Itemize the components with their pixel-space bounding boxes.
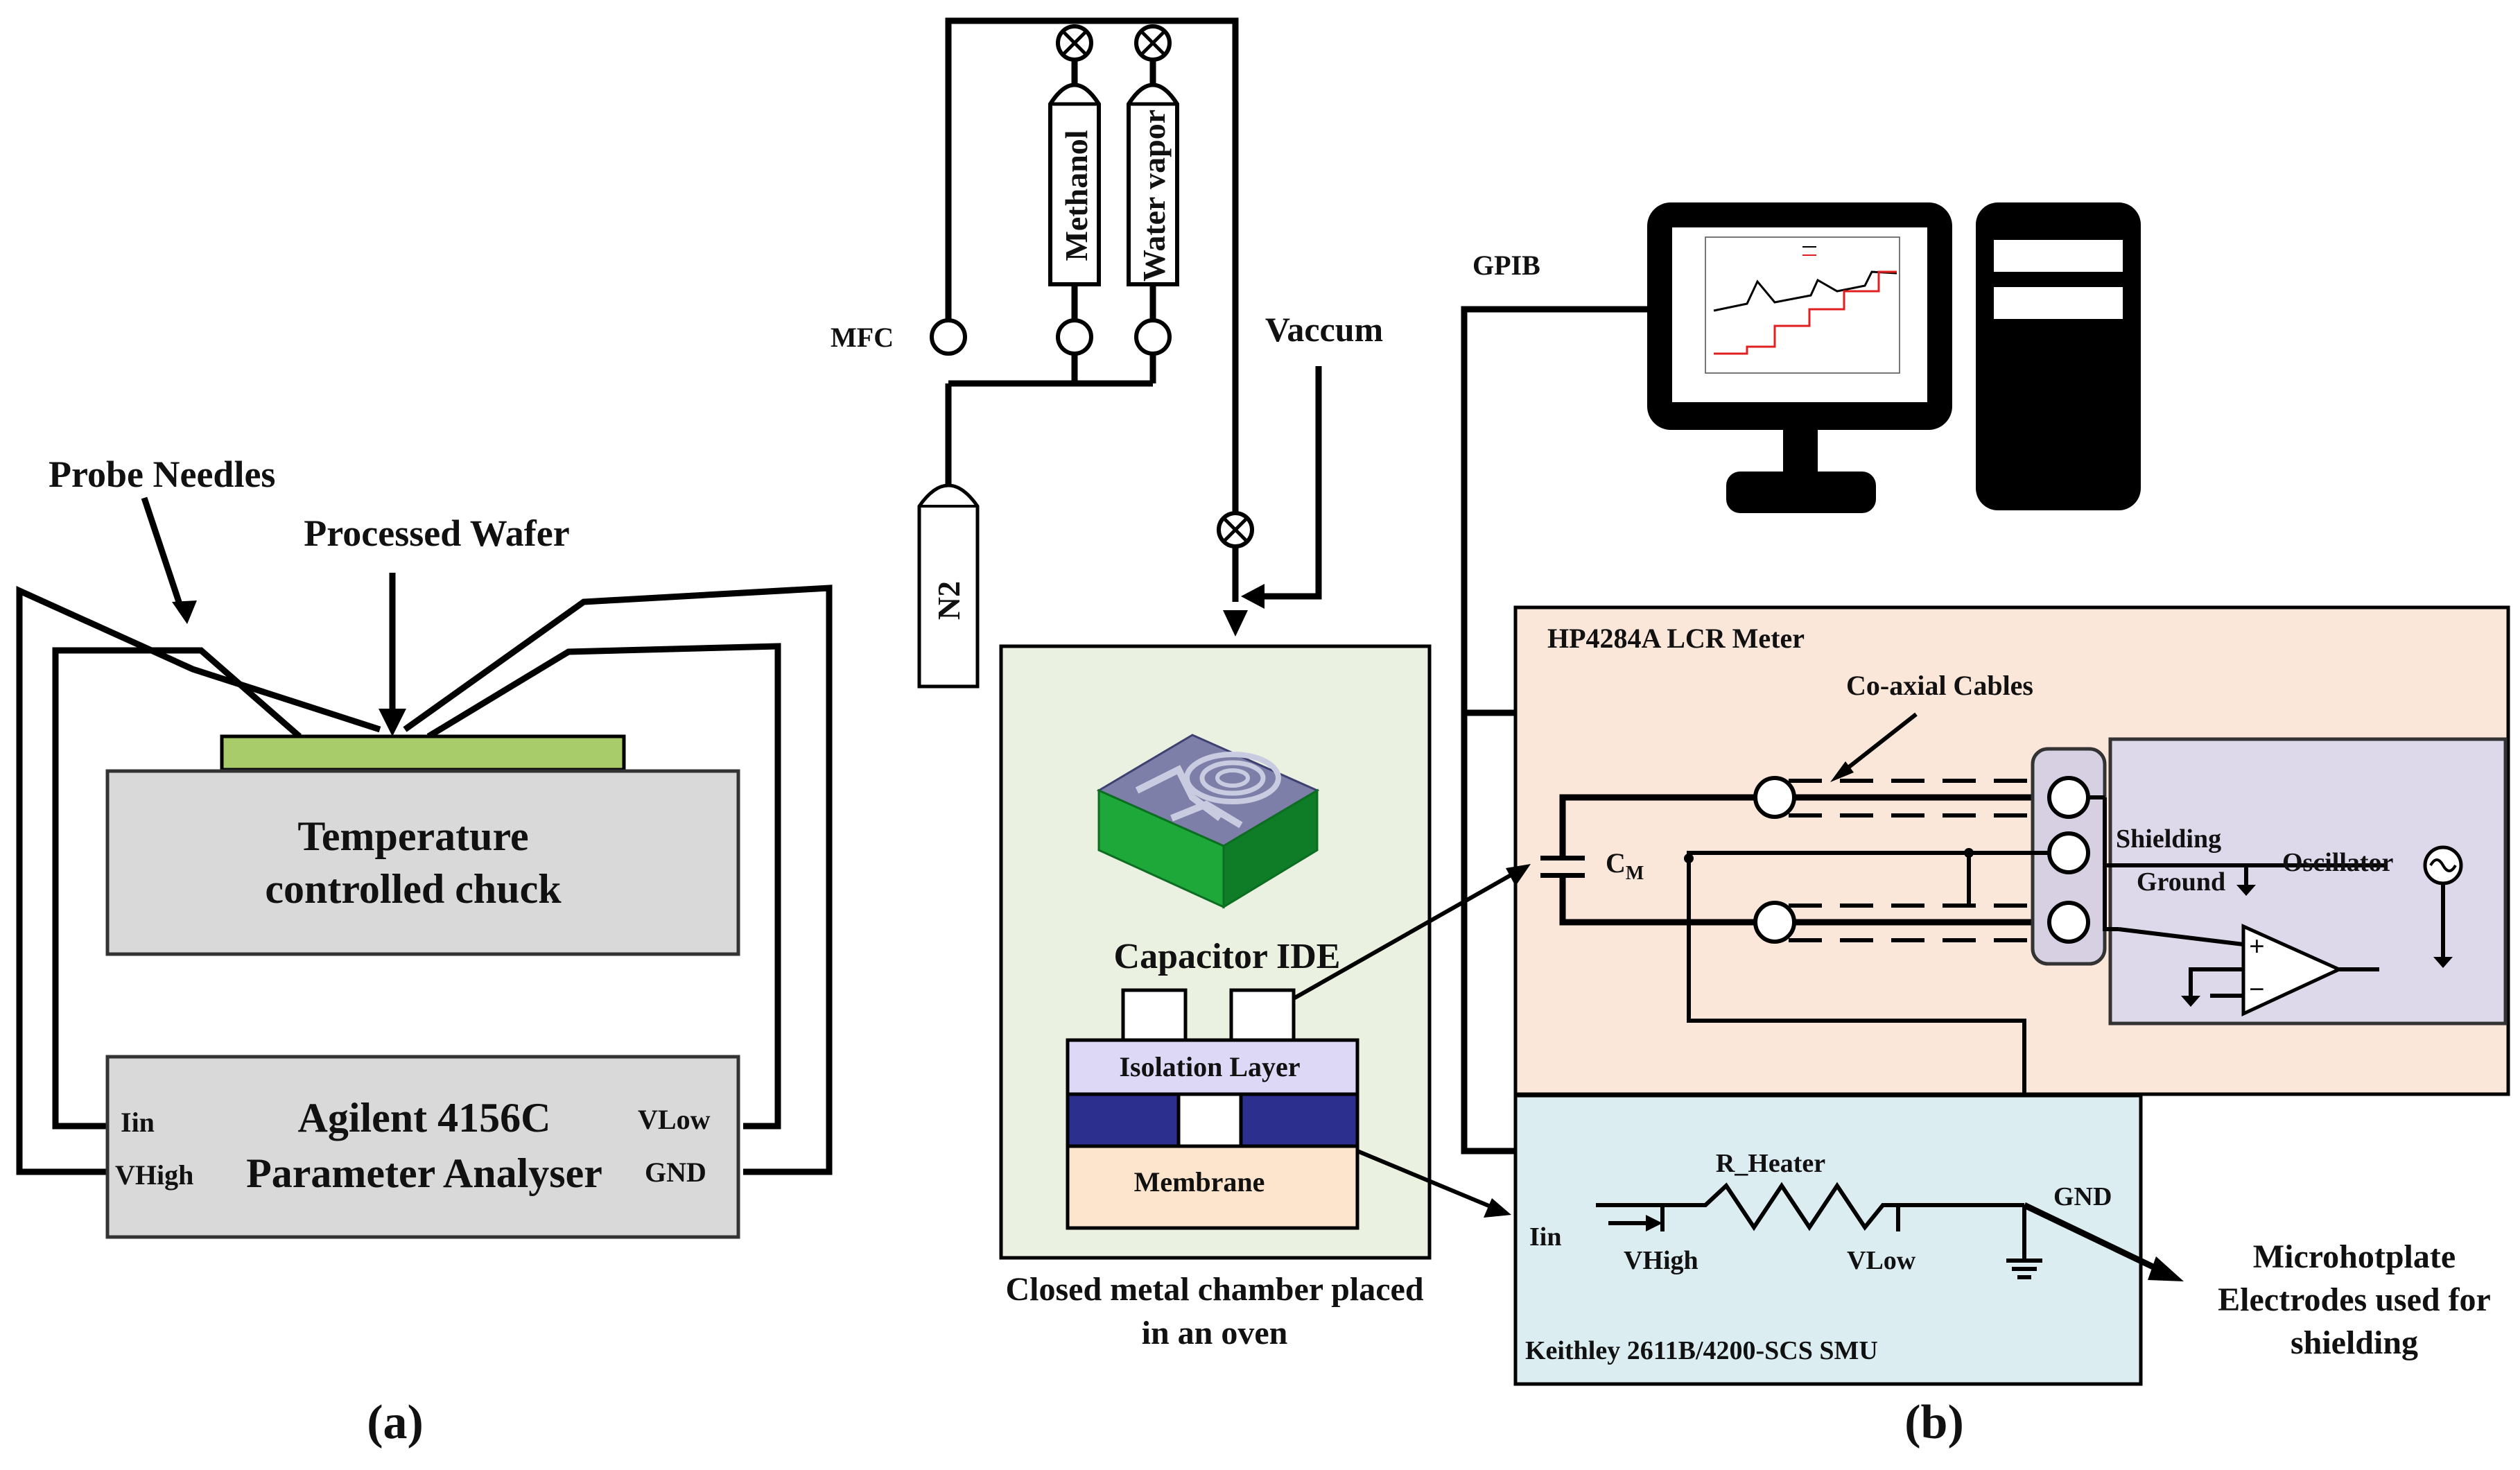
computer-tower — [1976, 202, 2141, 510]
r-heater-resistor — [1596, 1182, 2024, 1231]
monitor-plot-image — [1705, 236, 1900, 374]
panel-b-caption: (b) — [1904, 1396, 1964, 1449]
coax-upper-end — [1753, 776, 1796, 819]
capacitor-ide-pointer — [1292, 869, 1520, 1001]
lcr-meter: HP4284A LCR Meter Co-axial Cables CM — [1513, 605, 2510, 1261]
shield-ground-symbol — [2236, 885, 2256, 896]
probe-wire-right-inner — [426, 643, 781, 1130]
microhotplate-label-line2: Electrodes used for — [2218, 1281, 2491, 1318]
chuck-label-line2: controlled chuck — [265, 866, 562, 912]
coax-lower-end — [1753, 901, 1796, 944]
temperature-chuck — [105, 769, 740, 956]
mfc-n2-icon — [930, 318, 967, 356]
chamber-caption-line2: in an oven — [1142, 1315, 1288, 1351]
smu: Keithley 2611B/4200-SCS SMU R_Heater Iin… — [1513, 1093, 2184, 1386]
connector-low — [2047, 901, 2090, 944]
methanol-label: Methanol — [1059, 130, 1094, 261]
op-amp-ground-symbol — [2181, 996, 2200, 1007]
parameter-analyser — [105, 1055, 740, 1239]
capacitor-ide-label: Capacitor IDE — [1114, 937, 1341, 976]
cm-label: CM — [1606, 847, 1644, 884]
r-heater-label: R_Heater — [1716, 1149, 1825, 1178]
heater-electrode-left — [1066, 1092, 1181, 1148]
lcr-meter-label: HP4284A LCR Meter — [1547, 623, 1805, 654]
contact-pad-right — [1229, 988, 1296, 1042]
methanol-valve-icon — [1056, 24, 1093, 62]
gas-line-main — [945, 17, 1239, 602]
membrane-layer — [1066, 1144, 1359, 1230]
oscillator-ground-symbol — [2433, 957, 2453, 968]
coaxial-pointer — [1837, 712, 1918, 777]
analyser-gnd-label: GND — [645, 1157, 706, 1188]
analyser-vhigh-label: VHigh — [115, 1159, 193, 1191]
gas-delivery-system: Methanol Water vapor MFC N2 Vaccum — [831, 17, 1383, 689]
smu-vhigh-label: VHigh — [1624, 1246, 1698, 1275]
cm-bottom-wire — [1559, 874, 1768, 926]
n2-label: N2 — [931, 581, 966, 620]
probe-wire-left-outer — [16, 586, 381, 1175]
probe-wire-left-inner — [52, 647, 302, 1130]
membrane-pointer — [1356, 1149, 1492, 1209]
mfc-water-icon — [1134, 318, 1172, 356]
chamber-caption-line1: Closed metal chamber placed — [1005, 1271, 1423, 1308]
processed-wafer-label: Processed Wafer — [304, 512, 569, 554]
isolation-layer-label: Isolation Layer — [1119, 1051, 1300, 1082]
analyser-label-line1: Agilent 4156C — [298, 1095, 551, 1141]
microhotplate-label-line1: Microhotplate — [2253, 1238, 2456, 1275]
metal-chamber: Capacitor IDE Isolation Layer Membrane C… — [999, 644, 1432, 1351]
gpib-label: GPIB — [1472, 250, 1540, 281]
monitor-stand — [1726, 472, 1876, 513]
monitor-screen — [1672, 227, 1927, 402]
mfc-methanol-icon — [1056, 318, 1093, 356]
microhotplate-arrowhead — [2148, 1256, 2184, 1281]
microhotplate-wire — [2023, 1202, 2159, 1272]
smu-iin-label: Iin — [1529, 1222, 1561, 1252]
heater-electrode-right — [1239, 1092, 1359, 1148]
shielding-label: Shielding — [2116, 824, 2221, 854]
panel-a-caption: (a) — [367, 1396, 424, 1449]
oscillator-label: Oscillator — [2282, 848, 2394, 877]
smu-vlow-label: VLow — [1847, 1246, 1916, 1275]
vacuum-line — [1260, 366, 1322, 600]
water-valve-icon — [1134, 24, 1172, 62]
smu-label: Keithley 2611B/4200-SCS SMU — [1525, 1336, 1878, 1365]
chuck-label-line1: Temperature — [297, 813, 528, 859]
mfc-label: MFC — [831, 322, 894, 353]
probe-needles-pointer — [141, 496, 185, 612]
vaccum-label: Vaccum — [1265, 310, 1383, 349]
analyser-iin-label: Iin — [121, 1107, 155, 1138]
computer — [1647, 202, 2141, 513]
coaxial-label: Co-axial Cables — [1846, 670, 2033, 701]
microhotplate-label-line3: shielding — [2291, 1324, 2418, 1361]
chamber-inlet-arrowhead — [1223, 610, 1248, 637]
processed-wafer — [220, 734, 626, 772]
op-amp-plus: + — [2249, 931, 2265, 962]
water-vapor-label: Water vapor — [1136, 110, 1172, 282]
chamber-valve-icon — [1217, 511, 1254, 548]
isolation-layer — [1066, 1038, 1359, 1096]
contact-pad-left — [1121, 988, 1188, 1042]
membrane-label: Membrane — [1134, 1166, 1265, 1197]
smu-box — [1513, 1093, 2143, 1386]
probe-needles-label: Probe Needles — [49, 453, 275, 495]
analyser-label-line2: Parameter Analyser — [246, 1150, 602, 1196]
gpib-cable — [1461, 306, 1647, 1155]
connector-high — [2047, 776, 2090, 819]
connector-shield — [2047, 831, 2090, 874]
capacitor-chip-image — [1096, 734, 1320, 909]
panel-a: Probe Needles Processed Wafer Temperatur… — [16, 453, 833, 1449]
vacuum-arrowhead — [1241, 584, 1265, 609]
op-amp-minus: − — [2249, 974, 2265, 1005]
probe-needles-arrowhead — [172, 600, 197, 624]
ground-label: Ground — [2137, 867, 2225, 897]
processed-wafer-arrowhead — [379, 709, 406, 736]
probe-wire-right-outer — [403, 585, 833, 1175]
analyser-vlow-label: VLow — [638, 1104, 711, 1135]
smu-gnd-label: GND — [2053, 1182, 2112, 1211]
